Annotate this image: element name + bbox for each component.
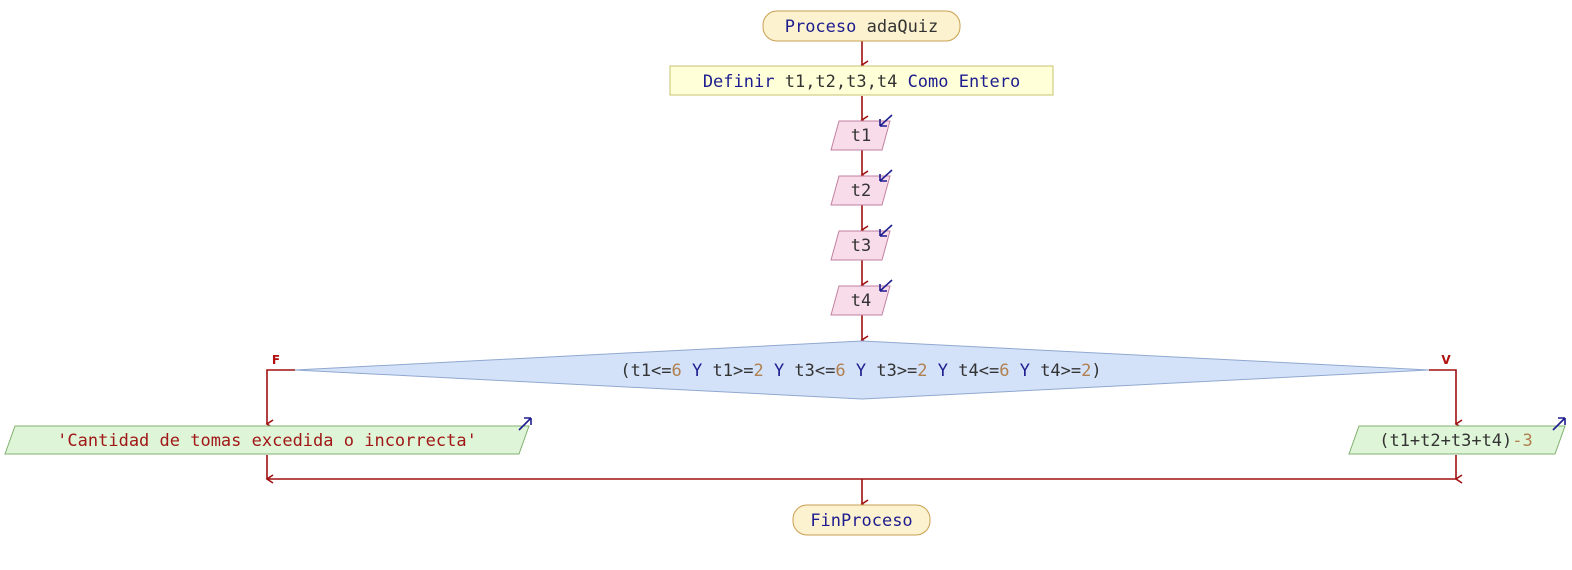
- condition-token: 2: [1081, 361, 1091, 381]
- input-shape: [830, 285, 891, 316]
- arrow-false-branch: [265, 369, 295, 429]
- output-arrow-icon: [518, 417, 532, 431]
- condition-token: 6: [672, 361, 682, 381]
- decision-condition: (t1<=6 Y t1>=2 Y t3<=6 Y t3>=2 Y t4<=6 Y…: [620, 361, 1101, 381]
- define-type: Entero: [959, 72, 1020, 92]
- condition-token: t3>=: [876, 361, 917, 381]
- read-t2: t2: [830, 169, 893, 206]
- output-true-num: 3: [1523, 431, 1533, 451]
- input-arrow-icon: [879, 114, 893, 127]
- define-keyword2: Como: [908, 72, 949, 92]
- read-t4: t4: [830, 279, 893, 316]
- arrow-true-branch: [1429, 369, 1463, 429]
- output-false: 'Cantidad de tomas excedida o incorrecta…: [4, 417, 532, 455]
- condition-token: 6: [835, 361, 845, 381]
- condition-token: t4<=: [958, 361, 999, 381]
- input-arrow-icon: [879, 169, 893, 182]
- input-shape: [830, 230, 891, 261]
- false-label: F: [272, 353, 280, 367]
- condition-token: (t1<=: [620, 361, 671, 381]
- output-true-expr: (t1+t2+t3+t4): [1379, 431, 1512, 451]
- start-keyword: Proceso: [785, 17, 857, 37]
- define-text: Definir t1,t2,t3,t4 Como Entero: [703, 72, 1020, 92]
- read-t3: t3: [830, 224, 893, 261]
- condition-token: t4>=: [1040, 361, 1081, 381]
- start-text: Proceso adaQuiz: [785, 17, 939, 37]
- read-t1: t1: [830, 114, 893, 151]
- input-arrow-icon: [879, 279, 893, 292]
- condition-token: t3<=: [794, 361, 835, 381]
- start-terminal: [762, 10, 961, 42]
- condition-token: ): [1091, 361, 1101, 381]
- condition-token: 6: [999, 361, 1009, 381]
- condition-token: t1>=: [713, 361, 754, 381]
- output-false-text: 'Cantidad de tomas excedida o incorrecta…: [57, 431, 477, 451]
- output-true-text: (t1+t2+t3+t4)-3: [1379, 431, 1533, 451]
- end-terminal: [792, 504, 931, 536]
- connectors: [265, 41, 1463, 509]
- define-box: [669, 65, 1054, 96]
- output-shape: [4, 425, 530, 455]
- output-true: (t1+t2+t3+t4)-3: [1348, 417, 1566, 455]
- end-text: FinProceso: [810, 511, 912, 531]
- read-var: t4: [851, 291, 871, 311]
- output-shape: [1348, 425, 1566, 455]
- condition-token: Y: [928, 361, 959, 381]
- define-vars: t1,t2,t3,t4: [785, 72, 898, 92]
- output-arrow-icon: [1552, 417, 1566, 431]
- true-label: V: [1441, 353, 1451, 367]
- condition-token: 2: [753, 361, 763, 381]
- condition-token: Y: [764, 361, 795, 381]
- condition-token: Y: [1009, 361, 1040, 381]
- output-true-op: -: [1512, 431, 1522, 451]
- read-var: t1: [851, 126, 871, 146]
- read-var: t2: [851, 181, 871, 201]
- condition-token: Y: [846, 361, 877, 381]
- input-shape: [830, 120, 891, 151]
- input-arrow-icon: [879, 224, 893, 237]
- condition-token: 2: [917, 361, 927, 381]
- process-name: adaQuiz: [867, 17, 939, 37]
- input-shape: [830, 175, 891, 206]
- define-keyword: Definir: [703, 72, 775, 92]
- condition-token: Y: [682, 361, 713, 381]
- decision-diamond: [294, 340, 1430, 400]
- read-var: t3: [851, 236, 871, 256]
